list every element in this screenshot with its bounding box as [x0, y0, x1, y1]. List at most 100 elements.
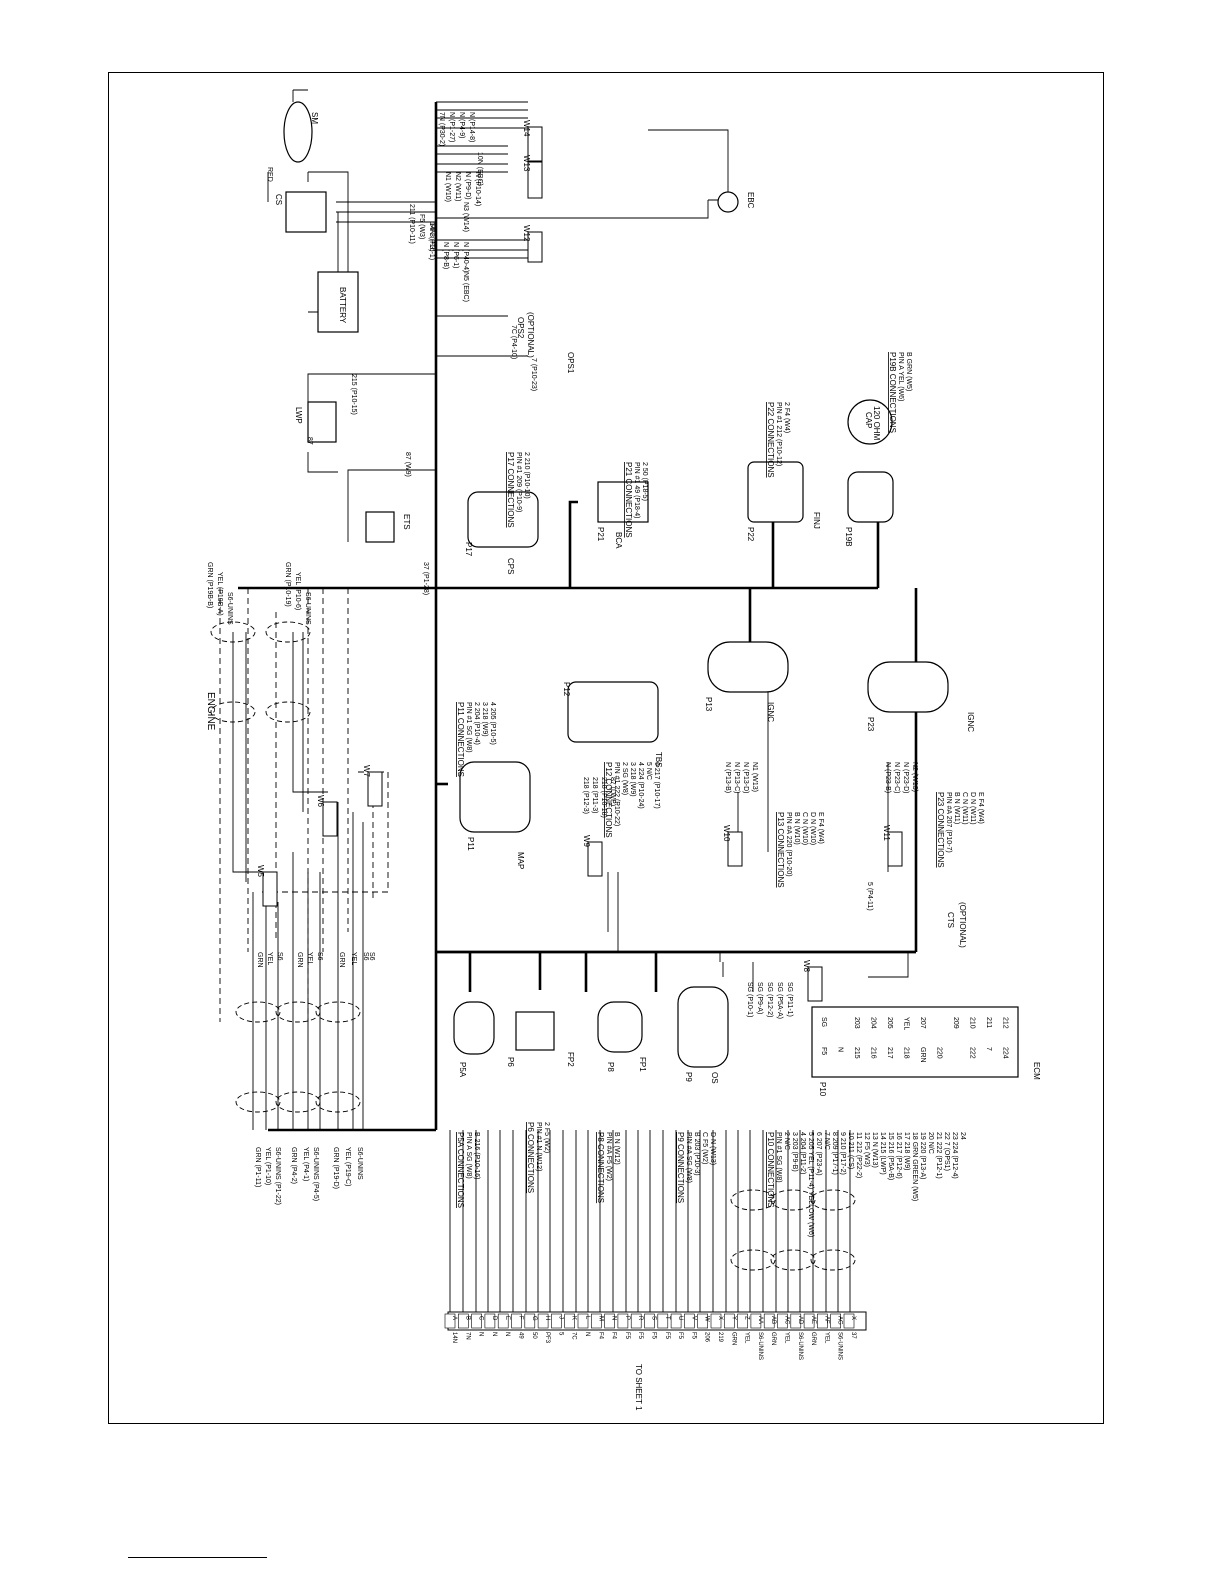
p11-connector — [459, 761, 531, 833]
sheet-pin-wire: F4 — [611, 1332, 617, 1340]
sheet-pin-letter: C — [478, 1316, 484, 1321]
connection-table-row: 4 204 (P11-2) — [799, 1132, 806, 1174]
w9-wire-label: 218 (P12-3) — [582, 777, 589, 814]
wiring-diagram: ENGINESMCSBATTERYLWPETSOPS1OPS2(OPTIONAL… — [205, 89, 1041, 1411]
wire-label: 211 (P10-11) — [408, 204, 415, 244]
p5a-connector — [453, 1001, 495, 1055]
wire-label: 215 (P10-15) — [350, 374, 357, 415]
ecm-pin: SG — [820, 1017, 827, 1027]
sheet-pin-letter: N — [611, 1316, 617, 1320]
sheet-pin-box — [644, 1313, 655, 1329]
w7-splice — [367, 771, 383, 807]
p8-connector — [597, 1001, 643, 1053]
sheet-pin-letter: U — [677, 1316, 683, 1320]
splice-id: W9 — [582, 835, 591, 848]
sheet-pin-letter: B — [464, 1316, 470, 1320]
sheet-pin-wire: S6-UNINS — [797, 1332, 803, 1360]
splice-id: W7 — [362, 765, 371, 778]
connection-table-title: P19B CONNECTIONS — [888, 352, 897, 433]
connection-table-row: D N (W13) — [709, 1132, 716, 1165]
sheet-pin-box — [590, 1313, 602, 1329]
w11-wire-label: N (P23-C) — [893, 762, 900, 794]
ecm-pin: 212 — [1002, 1017, 1009, 1029]
sheet-pin-box — [763, 1313, 775, 1329]
wire-label: N3 (W14) — [462, 202, 469, 232]
component-label: SM — [310, 112, 319, 124]
sheet-pin-box — [577, 1313, 589, 1329]
connection-table-row: C N (W11) — [961, 792, 968, 825]
sheet-pin-letter: X — [717, 1316, 723, 1320]
sheet-pin-wire: 49 — [518, 1332, 524, 1339]
sheet-pin-box — [777, 1313, 788, 1329]
wire-label: N (P14-8) — [468, 112, 475, 142]
sheet-pin-letter: H — [544, 1316, 550, 1320]
connection-table-row: PIN #1 212 (P10-12) — [775, 402, 782, 466]
engine-wire-label: S6-UNINS — [304, 592, 311, 625]
ecm-pin: 205 — [886, 1017, 893, 1029]
p6-connector — [515, 1011, 555, 1051]
ecm-pin: 204 — [870, 1017, 877, 1029]
sheet-pin-letter: S — [651, 1316, 657, 1320]
sheet-pin-letter: X — [850, 1316, 856, 1320]
wire-label: PF3 (F3) — [428, 224, 435, 252]
sheet-pin-box — [564, 1313, 576, 1329]
sheet-pin-wire: 7C — [571, 1332, 577, 1340]
battery-box — [317, 271, 359, 333]
connection-table-row: PIN #A 220 (P10-20) — [785, 812, 792, 877]
sheet-pin-letter: AD — [797, 1316, 803, 1325]
connection-table-title: P23 CONNECTIONS — [936, 792, 945, 868]
wire-label: 5 (P4-11) — [866, 882, 873, 911]
wire-label: 14N (P16-1) — [428, 222, 435, 260]
ecm-pin: F5 — [820, 1047, 827, 1055]
sheet-pin-box — [537, 1313, 549, 1329]
connection-table-row: 13 N (W13) — [871, 1132, 878, 1168]
w12-splice — [527, 231, 543, 263]
connector-id: P6 — [506, 1057, 515, 1067]
sheet-pin-wire: F5 — [664, 1332, 670, 1340]
connection-table-row: 22 7 (OPS1) — [943, 1132, 950, 1171]
connection-table-row: B 203 (P10-3) — [693, 1132, 700, 1176]
connection-table-row: 16 217 (P12-6) — [895, 1132, 902, 1179]
sheet-pin-box — [444, 1313, 456, 1329]
component-label: FP2 — [566, 1052, 575, 1067]
connection-table-row: 24 — [959, 1132, 966, 1140]
lwp-switch — [307, 401, 337, 443]
ecm-pin: 207 — [919, 1017, 926, 1029]
ecm-pin: 210 — [969, 1017, 976, 1029]
p22-connector — [747, 461, 804, 523]
connection-table-row: 14 215 (LWP) — [879, 1132, 886, 1175]
ecm-pin: 216 — [870, 1047, 877, 1059]
cable-label: GRN (P1-11) — [254, 1147, 261, 1187]
connection-table-row: B 216 (P10-16) — [473, 1132, 480, 1179]
sheet-pin-box — [657, 1313, 669, 1329]
engine-wire-label: YEL — [350, 952, 357, 965]
connection-table-row: 8 209 (P17-1) — [831, 1132, 838, 1175]
connection-table-row: 2 F4 (W4) — [783, 402, 790, 433]
w10-splice — [727, 831, 743, 867]
connection-table-title: P10 CONNECTIONS — [766, 1132, 775, 1208]
connection-table-row: 2 204 (P10-4) — [473, 702, 480, 745]
top-wiring — [267, 89, 738, 542]
connector-id: P17 — [464, 542, 473, 557]
splice-id: W5 — [256, 865, 265, 878]
connection-table-row: PIN #1 SG (W8) — [465, 702, 472, 753]
cable-label: S6-UNINS — [356, 1147, 363, 1180]
wire-label: F5 (W3) — [418, 214, 425, 239]
wire-label: 37 (P1-28) — [422, 562, 429, 595]
ecm-pin: 220 — [936, 1047, 943, 1059]
connection-table-row: 18 GRN GREEN (W5) — [911, 1132, 918, 1201]
engine-wire-label: GRN (P10-19) — [284, 562, 291, 607]
engine-wire-label: GRN (P19B-B) — [206, 562, 213, 608]
sheet-pin-wire: YEL — [784, 1332, 790, 1344]
sheet-pin-wire: PF3 — [544, 1332, 550, 1344]
page-title: ENGINE — [205, 692, 216, 731]
connection-table-row: C N (W10) — [801, 812, 808, 845]
connection-table-row: 2 SG (W8) — [621, 762, 628, 795]
component-label: IGNC — [966, 712, 975, 732]
connection-table-row: 9 210 (P17-2) — [839, 1132, 846, 1175]
sheet-pin-letter: M — [597, 1316, 603, 1321]
cable-label: YEL (P4-1) — [302, 1147, 309, 1181]
component-label: EBC — [746, 192, 755, 209]
connection-table-row: 6 217 (P10-17) — [653, 762, 660, 809]
component-label: IGNC — [766, 702, 775, 722]
